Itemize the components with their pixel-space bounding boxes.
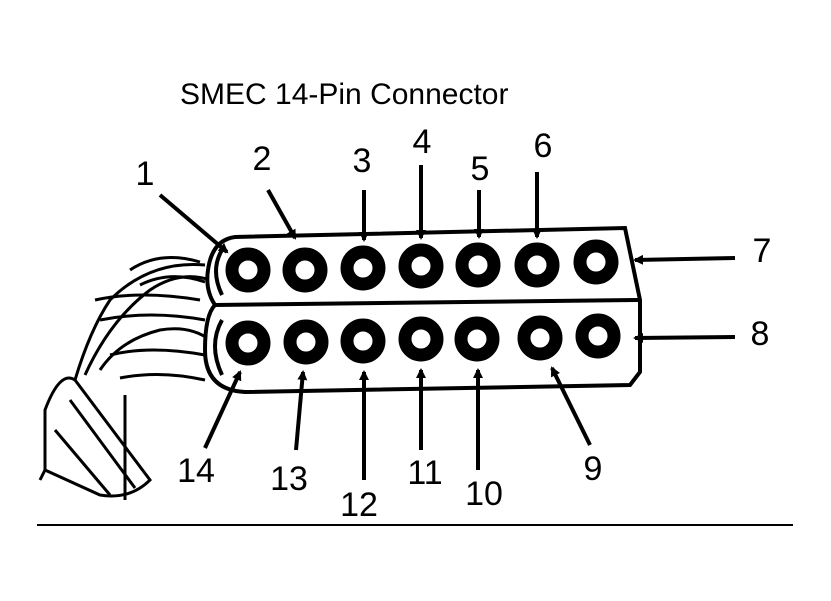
arrow-9 [550,366,592,446]
diagram-title: SMEC 14-Pin Connector [180,78,508,111]
pin-label-11: 11 [407,454,442,492]
pin-7 [573,239,619,285]
pin-8 [575,313,621,359]
pin-5 [455,242,501,288]
arrow-2 [266,189,297,240]
pin-label-14: 14 [177,452,215,490]
pin-labels: 1 2 3 4 5 6 7 8 9 10 11 12 13 14 [136,123,772,524]
pin-label-6: 6 [534,127,553,165]
arrow-13 [294,370,308,451]
pin-6 [514,242,560,288]
arrow-8 [633,332,736,343]
pin-label-3: 3 [353,142,372,180]
pin-2 [282,247,328,293]
arrow-7 [633,254,736,265]
pin-10 [454,316,500,362]
pin-label-12: 12 [340,486,378,524]
pin-1 [225,247,271,293]
pin-12 [340,318,386,364]
pin-row-bottom [225,313,621,366]
pin-3 [340,245,386,291]
arrow-14 [203,370,242,449]
pin-label-5: 5 [471,150,490,188]
pin-label-1: 1 [136,155,155,193]
pin-label-4: 4 [413,123,432,161]
pin-label-2: 2 [253,140,272,178]
arrow-1 [158,193,229,254]
pin-row-top [225,239,619,293]
pin-4 [398,243,444,289]
pin-14 [225,320,271,366]
leader-lines [158,165,736,480]
pin-label-10: 10 [465,475,503,513]
wire-bundle [38,256,211,500]
pin-11 [398,316,444,362]
pin-label-9: 9 [584,450,603,488]
pin-13 [283,319,329,365]
pin-label-13: 13 [270,460,308,498]
pin-9 [517,315,563,361]
pin-label-8: 8 [751,315,770,353]
pin-label-7: 7 [753,232,772,270]
